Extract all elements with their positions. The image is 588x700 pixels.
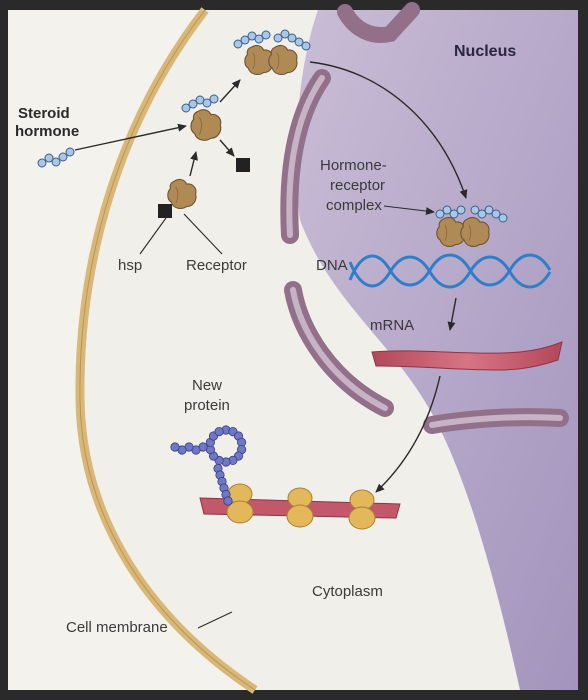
dna-double-helix (348, 253, 552, 289)
cytoplasm-label: Cytoplasm (312, 583, 383, 600)
complex-leader-arrow (383, 205, 435, 216)
nucleus-label: Nucleus (454, 43, 516, 60)
mrna-label: mRNA (370, 317, 414, 334)
nuclear-envelope-upper-highlight (286, 75, 325, 238)
complex-label-line1: Hormone- (320, 157, 387, 174)
protein-bead (170, 442, 180, 452)
cell-membrane-leader-line (197, 611, 233, 629)
new-protein-chain (170, 425, 247, 506)
steroid-hormone-molecule (37, 147, 75, 168)
cell-membrane-label: Cell membrane (66, 619, 168, 636)
hsp-label: hsp (118, 257, 142, 274)
translation-arrow (375, 375, 441, 493)
protein-bead (214, 426, 224, 437)
nuclear-entry-arrow (309, 61, 468, 199)
transcription-arrow (447, 297, 457, 331)
bound-hormone-molecule (181, 94, 219, 113)
steroid-hormone-label-line1: Steroid (18, 105, 70, 122)
protein-bead (223, 496, 233, 506)
complex-hormone-molecules (435, 205, 508, 223)
receptor-leader-line (183, 213, 223, 255)
receptor-label: Receptor (186, 257, 247, 274)
hsp-release-arrow (219, 139, 235, 157)
receptor-up-arrow (189, 151, 198, 177)
nuclear-envelope-top (337, 2, 420, 43)
complex-label-line3: complex (326, 197, 382, 214)
released-hsp-block (236, 158, 250, 172)
extracellular-region (8, 10, 250, 690)
nucleus-region (296, 10, 578, 690)
nuclear-envelope-middle-highlight (290, 287, 388, 411)
mrna-strand (371, 341, 563, 371)
dimerization-arrow (219, 79, 241, 103)
new-protein-label-line2: protein (184, 397, 230, 414)
nuclear-envelope-lower-highlight (429, 414, 563, 428)
new-protein-label-line1: New (192, 377, 222, 394)
dna-label: DNA (316, 257, 348, 274)
hormone-entry-arrow (74, 123, 187, 151)
dimer-hormone-molecules (233, 29, 311, 51)
ribosomes (226, 483, 376, 530)
steroid-hormone-label-line2: hormone (15, 123, 79, 140)
hsp-block (158, 204, 172, 218)
hsp-leader-line (139, 217, 167, 255)
cell-membrane-edge (79, 9, 256, 691)
complex-label-line2: receptor (330, 177, 385, 194)
